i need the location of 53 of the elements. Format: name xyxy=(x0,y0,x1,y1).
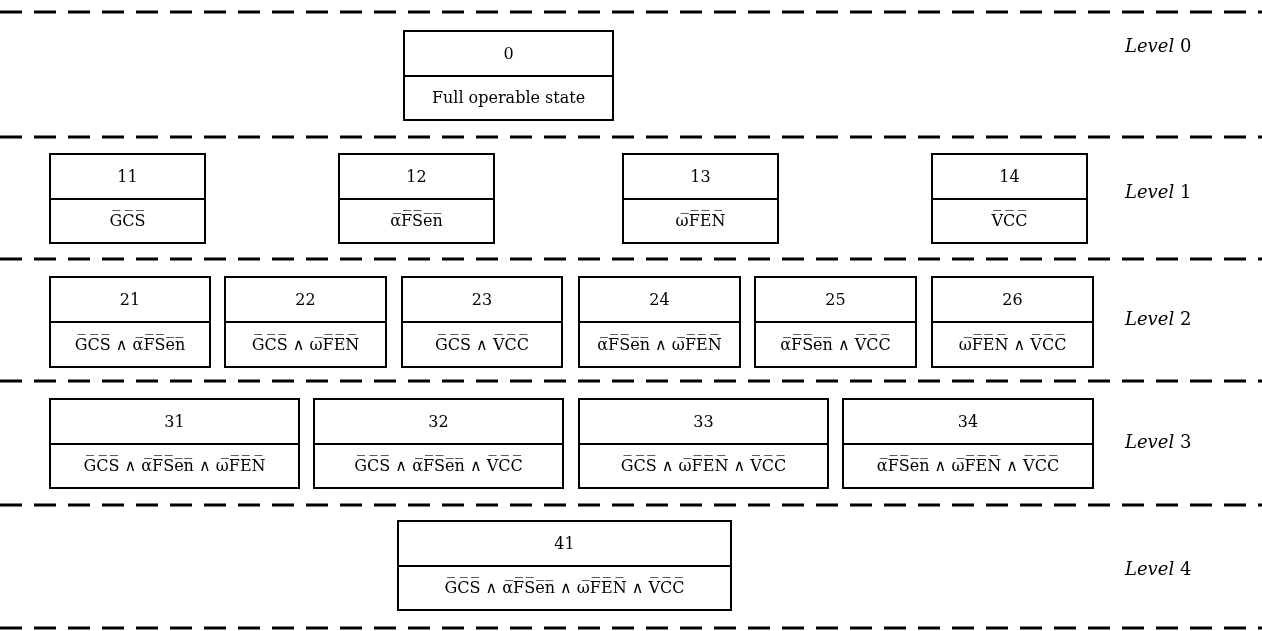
state-number: 33 xyxy=(693,411,714,431)
state-condition: α̅F̅S̅e̅n̅ xyxy=(390,211,443,231)
state-condition: α̅F̅S̅e̅n̅ ∧ ω̅F̅E̅N̅ xyxy=(597,335,722,354)
state-box xyxy=(842,398,1094,489)
state-condition: ω̅F̅E̅N̅ xyxy=(675,211,726,231)
state-condition: G̅C̅S̅ ∧ ω̅F̅E̅N̅ ∧ V̅C̅C̅ xyxy=(620,456,787,476)
state-condition: ω̅F̅E̅N̅ ∧ V̅C̅C̅ xyxy=(958,335,1067,354)
state-condition: G̅C̅S̅ ∧ V̅C̅C̅ xyxy=(435,335,529,354)
state-number: 26 xyxy=(1002,290,1023,309)
state-box xyxy=(49,153,206,244)
state-box xyxy=(578,398,829,489)
state-box xyxy=(931,153,1088,244)
state-number: 22 xyxy=(295,290,316,309)
state-box xyxy=(49,398,300,489)
level-label: Level 1 xyxy=(1125,181,1192,202)
state-box xyxy=(313,398,564,489)
state-number: 14 xyxy=(999,166,1020,186)
state-box xyxy=(403,30,614,121)
level-label: Level 0 xyxy=(1125,35,1192,56)
state-box xyxy=(622,153,779,244)
state-number: 25 xyxy=(825,290,846,309)
state-box xyxy=(931,276,1094,368)
state-number: 24 xyxy=(649,290,670,309)
state-box xyxy=(224,276,387,368)
state-box xyxy=(578,276,741,368)
state-condition: α̅F̅S̅e̅n̅ ∧ ω̅F̅E̅N̅ ∧ V̅C̅C̅ xyxy=(876,456,1060,476)
state-condition: α̅F̅S̅e̅n̅ ∧ V̅C̅C̅ xyxy=(780,335,891,354)
state-box xyxy=(754,276,917,368)
state-box xyxy=(338,153,495,244)
state-number: 13 xyxy=(690,166,711,186)
state-number: 31 xyxy=(164,411,185,431)
state-box xyxy=(397,520,732,611)
state-condition: G̅C̅S̅ xyxy=(109,211,146,231)
state-number: 32 xyxy=(428,411,449,431)
state-number: 21 xyxy=(119,290,141,309)
state-condition: G̅C̅S̅ ∧ α̅F̅S̅e̅n̅ ∧ ω̅F̅E̅N̅ ∧ V̅C̅C̅ xyxy=(444,578,685,598)
level-label: Level 2 xyxy=(1125,308,1192,329)
state-condition: G̅C̅S̅ ∧ α̅F̅S̅e̅n̅ ∧ ω̅F̅E̅N̅ xyxy=(83,456,266,476)
level-label: Level 4 xyxy=(1125,558,1192,579)
state-number: 12 xyxy=(406,166,427,186)
state-condition: Full operable state xyxy=(431,88,586,108)
state-number: 23 xyxy=(471,290,493,309)
level-label: Level 3 xyxy=(1125,431,1192,452)
state-condition: G̅C̅S̅ ∧ α̅F̅S̅e̅n̅ ∧ V̅C̅C̅ xyxy=(354,456,523,476)
state-number: 41 xyxy=(554,533,575,553)
state-box xyxy=(49,276,211,368)
state-box xyxy=(401,276,563,368)
state-number: 11 xyxy=(117,166,138,186)
state-number: 34 xyxy=(957,411,979,431)
state-condition: G̅C̅S̅ ∧ ω̅F̅E̅N̅ xyxy=(251,335,360,354)
state-condition: G̅C̅S̅ ∧ α̅F̅S̅e̅n̅ xyxy=(74,335,186,354)
state-number: 0 xyxy=(503,43,514,63)
state-condition: V̅C̅C̅ xyxy=(991,211,1028,231)
